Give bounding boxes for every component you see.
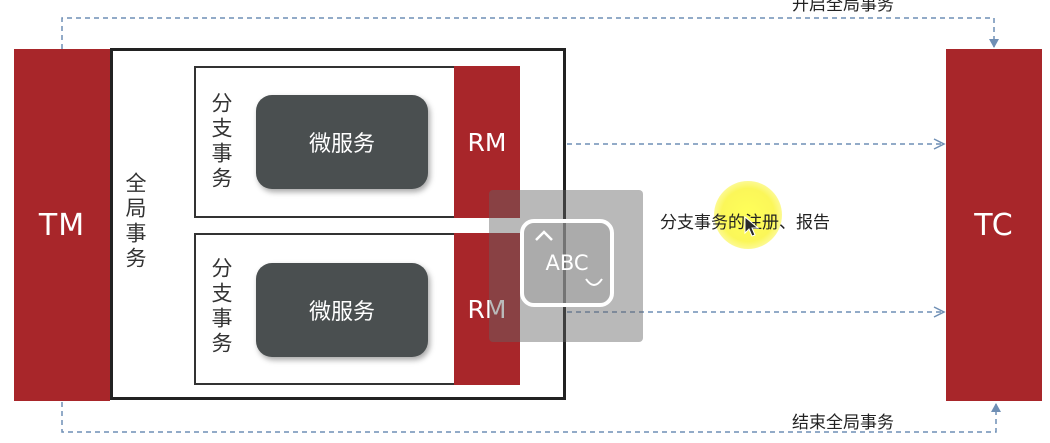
mouse-cursor-icon bbox=[744, 216, 760, 237]
abc-label: ABC bbox=[545, 251, 589, 275]
end-transaction-label: 结束全局事务 bbox=[792, 413, 894, 433]
tm-label: TM bbox=[38, 207, 86, 243]
cursor-highlight bbox=[714, 181, 782, 249]
branch-transaction-label-1: 分支事务 bbox=[209, 92, 233, 192]
microservice-box-2: 微服务 bbox=[256, 263, 428, 357]
microservice-label-1: 微服务 bbox=[308, 132, 375, 157]
rm-label-2: RM bbox=[467, 294, 507, 324]
rm-box-1: RM bbox=[454, 66, 520, 218]
branch-transaction-label-2: 分支事务 bbox=[209, 257, 233, 357]
rm-label-1: RM bbox=[467, 127, 507, 157]
start-transaction-label: 开启全局事务 bbox=[792, 0, 894, 15]
microservice-box-1: 微服务 bbox=[256, 95, 428, 189]
keyboard-abc-icon[interactable]: ABC bbox=[520, 219, 614, 307]
caret-up-icon bbox=[535, 230, 553, 241]
tc-box: TC bbox=[946, 49, 1042, 401]
start-transaction-arrow bbox=[61, 17, 999, 49]
smile-curve-icon bbox=[585, 278, 603, 286]
rm-box-2: RM bbox=[454, 233, 520, 385]
end-transaction-arrow bbox=[61, 402, 1001, 433]
tm-box: TM bbox=[14, 49, 110, 401]
tc-label: TC bbox=[974, 207, 1014, 243]
global-transaction-label: 全局事务 bbox=[123, 172, 147, 272]
microservice-label-2: 微服务 bbox=[308, 300, 375, 325]
